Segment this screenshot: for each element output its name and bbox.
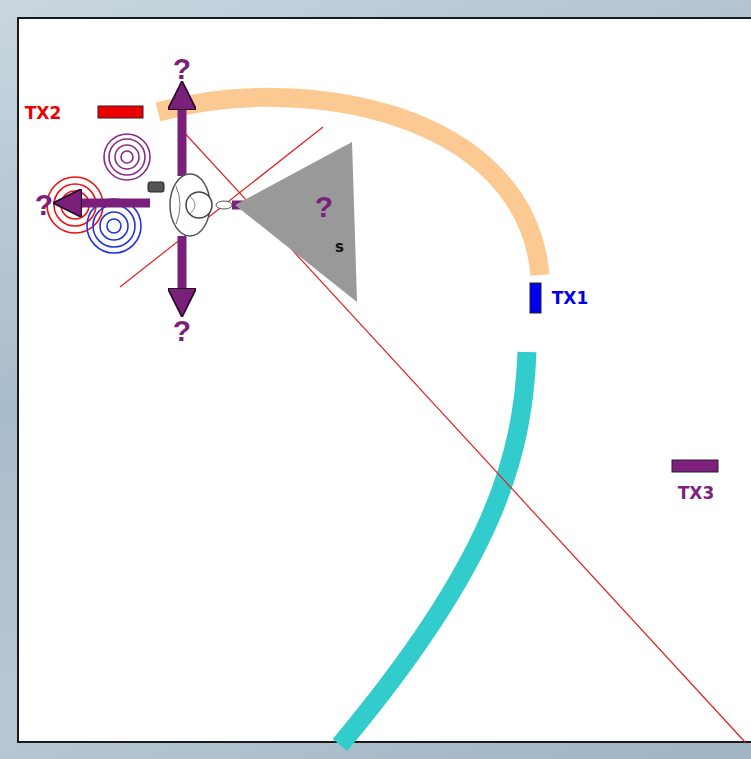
transmitter-name: TX3 xyxy=(676,484,717,503)
triangle-fill xyxy=(235,142,357,302)
unknown-mark: ? xyxy=(33,188,55,221)
transmitter-name: TX2 xyxy=(23,104,64,123)
transmitter-bar xyxy=(672,460,718,472)
person-figure xyxy=(148,174,232,236)
teal-band xyxy=(340,352,527,745)
transmitter-bar xyxy=(98,106,143,118)
unknown-mark: ? xyxy=(171,314,193,347)
transmitter-bar xyxy=(530,283,541,313)
sight-line xyxy=(180,128,745,742)
signal-rings xyxy=(104,134,150,180)
panel xyxy=(18,18,751,742)
triangle-shape xyxy=(235,140,359,304)
unknown-mark: ? xyxy=(313,190,335,223)
node-label: s xyxy=(335,238,344,256)
transmitter-name: TX1 xyxy=(550,289,591,308)
unknown-mark: ? xyxy=(171,52,193,85)
sector-triangle: s xyxy=(235,140,359,304)
